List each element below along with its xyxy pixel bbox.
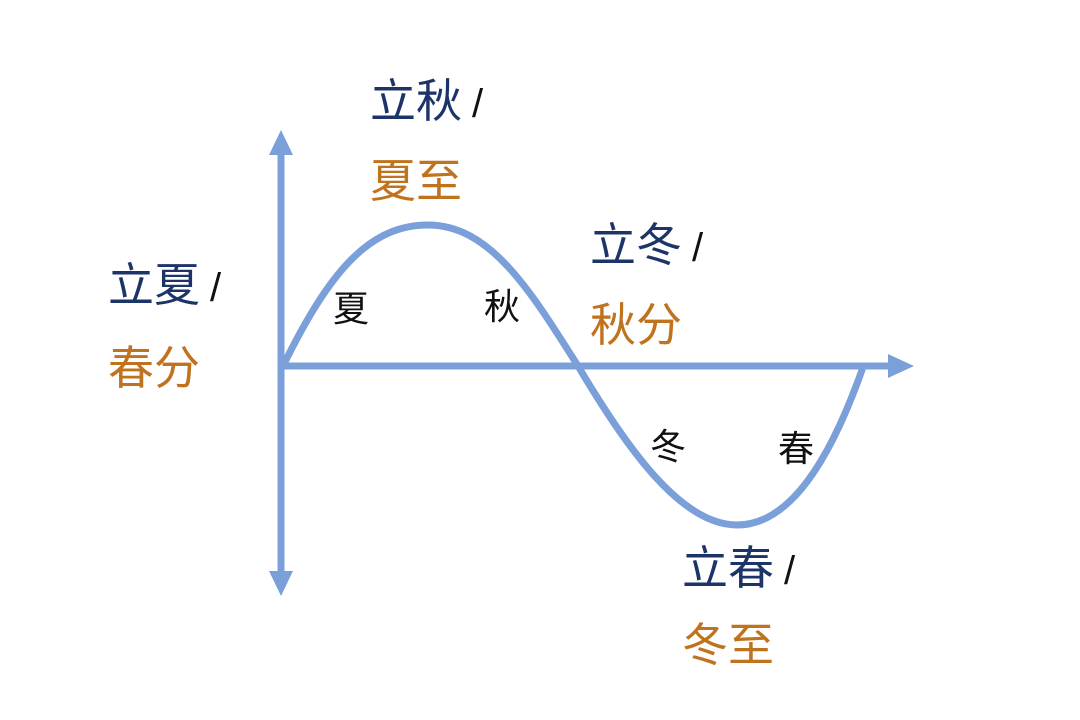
term-liqiu: 立秋 xyxy=(370,74,462,128)
season-autumn: 秋 xyxy=(484,287,521,328)
term-lidong: 立冬 xyxy=(590,218,682,272)
y-axis-arrow-down-icon xyxy=(269,571,293,596)
label-liqiu: 立秋/ xyxy=(370,74,484,128)
sine-curve xyxy=(279,221,866,529)
season-summer: 夏 xyxy=(333,289,370,330)
season-spring: 春 xyxy=(778,429,815,470)
label-lichun: 立春/ xyxy=(682,541,796,595)
y-axis-arrow-up-icon xyxy=(269,130,293,155)
label-lidong: 立冬/ xyxy=(590,218,704,272)
x-axis-arrow-right-icon xyxy=(888,354,914,378)
season-winter: 冬 xyxy=(650,427,687,468)
equiv-qiufen: 秋分 xyxy=(590,298,682,352)
equiv-dongzhi: 冬至 xyxy=(682,618,774,672)
equiv-xiazhi: 夏至 xyxy=(370,154,462,208)
equiv-chunfen: 春分 xyxy=(108,341,200,395)
term-lichun: 立春 xyxy=(682,541,774,595)
label-lixia: 立夏/ xyxy=(108,258,222,312)
term-lixia: 立夏 xyxy=(108,258,200,312)
